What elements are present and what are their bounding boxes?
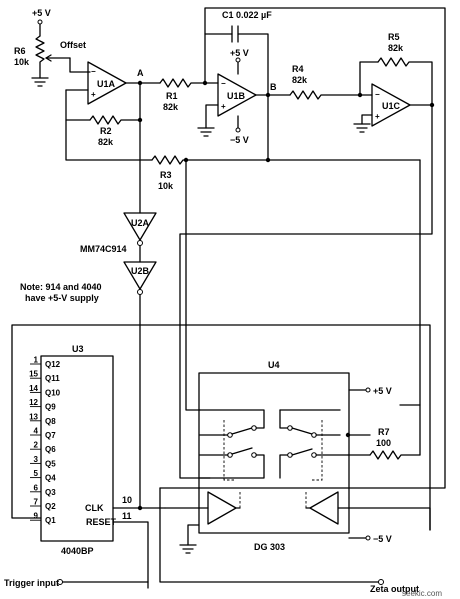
r5-label: R5: [388, 32, 400, 42]
u2-part-label: MM74C914: [80, 244, 127, 254]
svg-text:+: +: [375, 112, 380, 121]
r3-label: R3: [160, 170, 172, 180]
u3-pin-name: Q11: [45, 374, 60, 383]
u3-pin-number: 7: [34, 498, 39, 507]
u3-pin-number: 6: [34, 483, 39, 492]
watermark: seekic.com: [402, 589, 442, 598]
u3-pin-name: Q9: [45, 403, 56, 412]
svg-text:−: −: [221, 79, 226, 88]
u3-pin-name: Q2: [45, 502, 56, 511]
opamp-u1c: [353, 83, 433, 133]
u3-pin-name: Q10: [45, 388, 61, 397]
u3-pin-number: 15: [29, 370, 38, 379]
u2b-label: U2B: [131, 266, 150, 276]
offset-label: Offset: [60, 40, 86, 50]
r3-value: 10k: [158, 181, 174, 191]
counter-u3: [11, 324, 431, 589]
switch-u4: [164, 372, 431, 534]
opamp-u1a: [65, 61, 127, 105]
u1b-neg-supply: −5 V: [230, 135, 249, 145]
u3-pin-number: 13: [29, 412, 38, 421]
u3-pin-number: 9: [34, 512, 39, 521]
r1-value: 82k: [163, 102, 179, 112]
r6-value: 10k: [14, 57, 30, 67]
svg-text:+: +: [221, 102, 226, 111]
u3-pin-number: 1: [34, 356, 39, 365]
u3-label: U3: [72, 344, 84, 354]
u4-label: U4: [268, 360, 280, 370]
clk-pin-label: CLK: [85, 503, 104, 513]
opamp-u1b: [197, 57, 257, 137]
u3-pin-name: Q1: [45, 516, 56, 525]
u3-pin-number: 12: [29, 398, 38, 407]
zeta-output-label: Zeta output: [370, 584, 419, 594]
node-a-label: A: [137, 68, 144, 78]
svg-text:+: +: [91, 90, 96, 99]
u3-pin-name: Q3: [45, 488, 56, 497]
r2-label: R2: [100, 126, 112, 136]
r1-label: R1: [166, 91, 178, 101]
offset-potentiometer-r6: [31, 19, 91, 87]
supply-label-top: +5 V: [32, 8, 51, 18]
u3-pin-number: 14: [29, 384, 38, 393]
reset-pin-label: RESET: [86, 517, 117, 527]
r5-value: 82k: [388, 43, 404, 53]
u3-pin-number: 5: [34, 469, 39, 478]
svg-text:−: −: [375, 90, 380, 99]
trigger-input-label: Trigger input: [4, 578, 59, 588]
u1a-label: U1A: [97, 79, 116, 89]
svg-text:−: −: [91, 67, 96, 76]
clk-pin-number: 10: [122, 495, 132, 505]
u3-pin-name: Q7: [45, 431, 56, 440]
u1c-label: U1C: [382, 101, 401, 111]
u3-pin-name: Q12: [45, 360, 61, 369]
u3-part-label: 4040BP: [61, 546, 94, 556]
u4-pos-supply: +5 V: [373, 386, 392, 396]
reset-pin-number: 11: [122, 511, 132, 521]
r2-value: 82k: [98, 137, 114, 147]
u1b-pos-supply: +5 V: [230, 48, 249, 58]
u3-pin-number: 3: [34, 455, 39, 464]
u3-pin-name: Q6: [45, 445, 56, 454]
r4-value: 82k: [292, 75, 308, 85]
u4-part-label: DG 303: [254, 542, 285, 552]
r7-label: R7: [378, 427, 390, 437]
u3-pin-name: Q5: [45, 459, 56, 468]
u2a-label: U2A: [131, 218, 150, 228]
u3-pin-number: 2: [34, 441, 39, 450]
node-b-label: B: [270, 82, 277, 92]
r6-label: R6: [14, 46, 26, 56]
u3-pin-number: 4: [34, 427, 39, 436]
u1b-label: U1B: [227, 91, 246, 101]
r7-value: 100: [376, 438, 391, 448]
note-line-2: have +5-V supply: [25, 293, 99, 303]
u4-neg-supply: −5 V: [373, 534, 392, 544]
c1-label: C1 0.022 µF: [222, 10, 272, 20]
note-line-1: Note: 914 and 4040: [20, 282, 102, 292]
r4-label: R4: [292, 64, 304, 74]
u3-pin-name: Q8: [45, 417, 56, 426]
u3-pin-name: Q4: [45, 474, 56, 483]
